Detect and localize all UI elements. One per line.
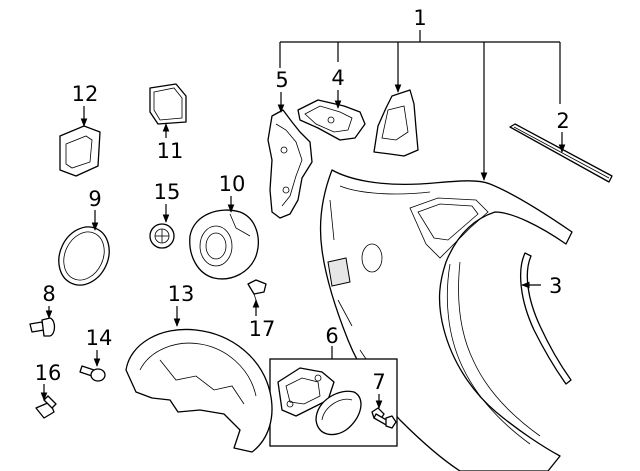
callout-3: 3 (549, 274, 562, 298)
part-8-bolt (29, 306, 56, 337)
part-10-filler-housing (189, 196, 259, 280)
callout-7: 7 (372, 370, 385, 394)
callout-4: 4 (331, 66, 344, 90)
part-7-bolt (371, 394, 397, 429)
part-2-molding (509, 123, 613, 183)
part-13-liner (125, 306, 273, 453)
callout-1-bracket (279, 30, 561, 181)
callout-13: 13 (168, 282, 195, 306)
part-17-clip (247, 279, 267, 316)
part-6-assembly (269, 346, 398, 447)
part-3-weatherstrip (520, 252, 572, 385)
part-11-panel (149, 83, 187, 138)
callout-16: 16 (35, 361, 62, 385)
callout-9: 9 (88, 187, 101, 211)
callout-5: 5 (275, 68, 288, 92)
part-5-reinforcement (267, 92, 313, 219)
part-15-grommet (149, 204, 175, 249)
callout-2: 2 (556, 109, 569, 133)
callout-10: 10 (219, 172, 246, 196)
callout-12: 12 (72, 82, 99, 106)
callout-8: 8 (42, 282, 55, 306)
callout-14: 14 (86, 326, 113, 350)
callout-15: 15 (154, 180, 181, 204)
callout-6: 6 (325, 324, 338, 348)
part-12-bracket (59, 106, 101, 177)
callout-17: 17 (249, 317, 276, 341)
part-16-clip (35, 384, 57, 419)
part-1-upper-panel (373, 89, 419, 157)
part-4-bracket (297, 90, 366, 141)
callout-1: 1 (413, 6, 426, 30)
part-9-gasket (58, 210, 110, 286)
callout-11: 11 (157, 139, 184, 163)
part-14-screw (79, 350, 106, 382)
